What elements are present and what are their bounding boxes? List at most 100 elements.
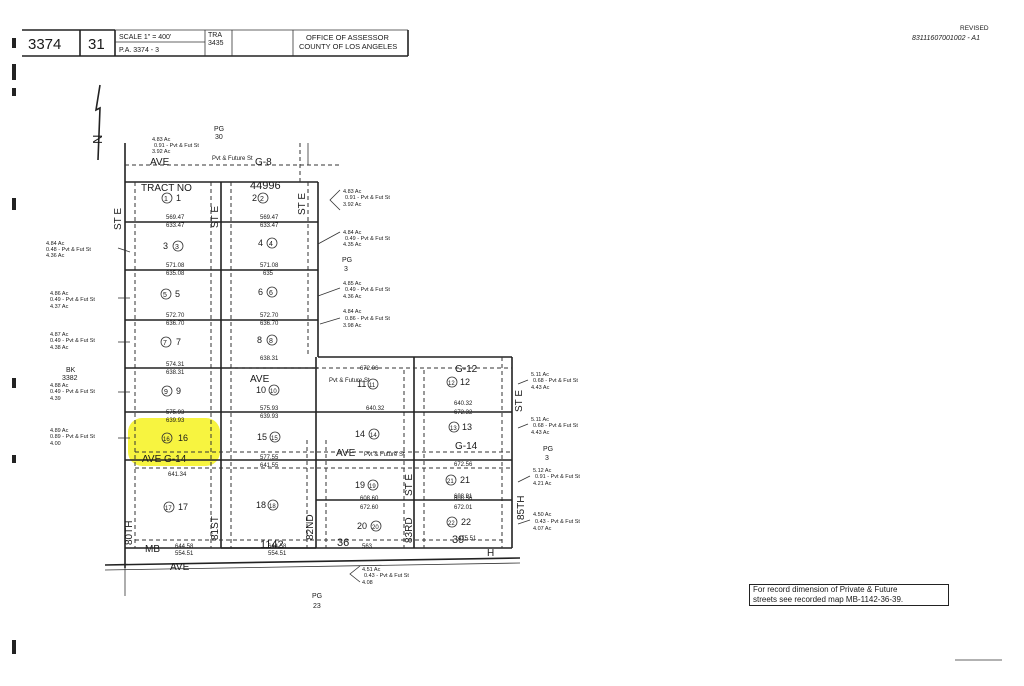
street-80th: 80TH — [124, 521, 135, 545]
svg-text:4: 4 — [269, 241, 273, 248]
svg-text:0.91 - Pvt & Fut St: 0.91 - Pvt & Fut St — [154, 143, 199, 149]
svg-text:0.43 - Pvt & Fut St: 0.43 - Pvt & Fut St — [364, 573, 409, 579]
dim: 569.47 — [166, 215, 185, 221]
svg-text:11: 11 — [357, 379, 366, 389]
svg-text:16: 16 — [163, 437, 170, 443]
acreage-note-16: 4.89 Ac0.89 - Pvt & Fut St4.00 — [50, 428, 130, 447]
svg-text:2: 2 — [252, 193, 257, 203]
svg-text:4.07 Ac: 4.07 Ac — [533, 526, 552, 532]
svg-text:20: 20 — [357, 521, 367, 531]
svg-text:4.39: 4.39 — [50, 396, 61, 402]
acreage-note-21: 5.12 Ac0.91 - Pvt & Fut St4.21 Ac — [517, 468, 580, 487]
street-ave-g12: AVE — [250, 374, 270, 385]
dim: 640.32 — [454, 401, 473, 407]
acreage-note-12: 5.11 Ac0.68 - Pvt & Fut St4.43 Ac — [517, 372, 578, 391]
svg-text:4.36 Ac: 4.36 Ac — [46, 253, 65, 259]
bk-number: 3382 — [62, 375, 78, 382]
svg-text:0.68 - Pvt & Fut St: 0.68 - Pvt & Fut St — [533, 423, 578, 429]
dim: 563 — [362, 544, 373, 550]
svg-text:4.35 Ac: 4.35 Ac — [343, 242, 362, 248]
dim: 635 — [263, 271, 274, 277]
svg-text:0.86 - Pvt & Fut St: 0.86 - Pvt & Fut St — [345, 316, 390, 322]
acreage-notes: 4.83 Ac0.91 - Pvt & Fut St3.92 Ac 4.83 A… — [46, 137, 580, 586]
dim: 641.55 — [260, 463, 279, 469]
svg-text:19: 19 — [355, 480, 365, 490]
dim: 672.56 — [454, 462, 473, 468]
dim: 638.31 — [260, 356, 279, 362]
svg-text:0.49 - Pvt & Fut St: 0.49 - Pvt & Fut St — [345, 287, 390, 293]
street-g14-name: G-14 — [455, 441, 478, 452]
svg-text:0.48 - Pvt & Fut St: 0.48 - Pvt & Fut St — [46, 247, 91, 253]
svg-text:5: 5 — [163, 292, 167, 299]
svg-text:8: 8 — [269, 338, 273, 345]
tract-number: 44996 — [250, 180, 281, 192]
svg-text:4.36 Ac: 4.36 Ac — [343, 294, 362, 300]
dim: 672.60 — [360, 505, 379, 511]
record-dimension-note: For record dimension of Private & Future… — [749, 584, 949, 606]
svg-text:0.49 - Pvt & Fut St: 0.49 - Pvt & Fut St — [50, 338, 95, 344]
parcel-8: 88 — [257, 334, 278, 346]
svg-text:14: 14 — [355, 429, 365, 439]
street-83rd: 83RD — [404, 517, 415, 543]
svg-text:6: 6 — [269, 290, 273, 297]
street-g8-name: G-8 — [255, 157, 272, 168]
svg-text:5: 5 — [175, 289, 180, 299]
scan-edge-marks — [12, 38, 16, 654]
north-arrow: N — [90, 84, 105, 161]
svg-text:0.49 - Pvt & Fut St: 0.49 - Pvt & Fut St — [50, 389, 95, 395]
dim: 633.47 — [166, 223, 185, 229]
svg-text:21: 21 — [460, 475, 470, 485]
svg-text:7: 7 — [176, 337, 181, 347]
svg-text:22: 22 — [448, 521, 455, 527]
dim: 608.60 — [360, 496, 379, 502]
dimension-labels: 569.47 633.47 569.47 633.47 571.08 635.0… — [166, 215, 477, 557]
svg-text:17: 17 — [178, 502, 188, 512]
map-book-number: 3374 — [28, 36, 61, 53]
svg-text:8: 8 — [257, 335, 262, 345]
svg-text:4.87 Ac: 4.87 Ac — [50, 332, 69, 338]
svg-text:4.00: 4.00 — [50, 441, 61, 447]
acreage-note-1: 4.83 Ac0.91 - Pvt & Fut St3.92 Ac — [152, 137, 199, 155]
dim: 639.93 — [166, 418, 185, 424]
dim: 608.91 — [454, 494, 473, 500]
acreage-note-22: 4.50 Ac0.43 - Pvt & Fut St4.07 Ac — [517, 512, 580, 532]
svg-text:3: 3 — [175, 244, 179, 251]
svg-text:4.88 Ac: 4.88 Ac — [50, 383, 69, 389]
acreage-note-4: 4.84 Ac0.49 - Pvt & Fut St4.35 Ac — [317, 230, 390, 248]
acreage-note-5: 4.86 Ac0.49 - Pvt & Fut St4.37 Ac — [50, 291, 130, 310]
pg3a-label: PG — [342, 257, 352, 264]
mb-page-39: 39 — [452, 534, 464, 546]
street-g12-pvt: Pvt & Future St — [329, 378, 370, 384]
parcel-2: 22 — [252, 192, 269, 204]
svg-text:3.92 Ac: 3.92 Ac — [343, 202, 362, 208]
dim: 571.08 — [166, 263, 185, 269]
acreage-note-20: 4.51 Ac0.43 - Pvt & Fut St4.08 — [349, 565, 409, 586]
svg-text:4.43 Ac: 4.43 Ac — [531, 430, 550, 436]
svg-text:10: 10 — [270, 389, 277, 395]
mb-page-36: 36 — [337, 537, 349, 549]
north-label: N — [90, 135, 105, 144]
svg-text:13: 13 — [462, 422, 472, 432]
acreage-note-6: 4.85 Ac0.49 - Pvt & Fut St4.36 Ac — [317, 281, 390, 300]
svg-text:0.91 - Pvt & Fut St: 0.91 - Pvt & Fut St — [535, 474, 580, 480]
note-line-1: For record dimension of Private & Future — [753, 585, 898, 594]
svg-text:12: 12 — [448, 381, 455, 387]
acreage-note-8: 4.84 Ac0.86 - Pvt & Fut St3.98 Ac — [319, 309, 390, 329]
svg-text:19: 19 — [369, 484, 376, 490]
svg-text:4.83 Ac: 4.83 Ac — [343, 189, 362, 195]
pg3b-number: 3 — [545, 455, 549, 462]
svg-text:9: 9 — [164, 389, 168, 396]
street-82nd: 82ND — [305, 514, 316, 540]
street-85th: 85TH — [516, 496, 527, 520]
svg-text:6: 6 — [258, 287, 263, 297]
street-ave-g14-west: AVE G-14 — [142, 454, 187, 465]
